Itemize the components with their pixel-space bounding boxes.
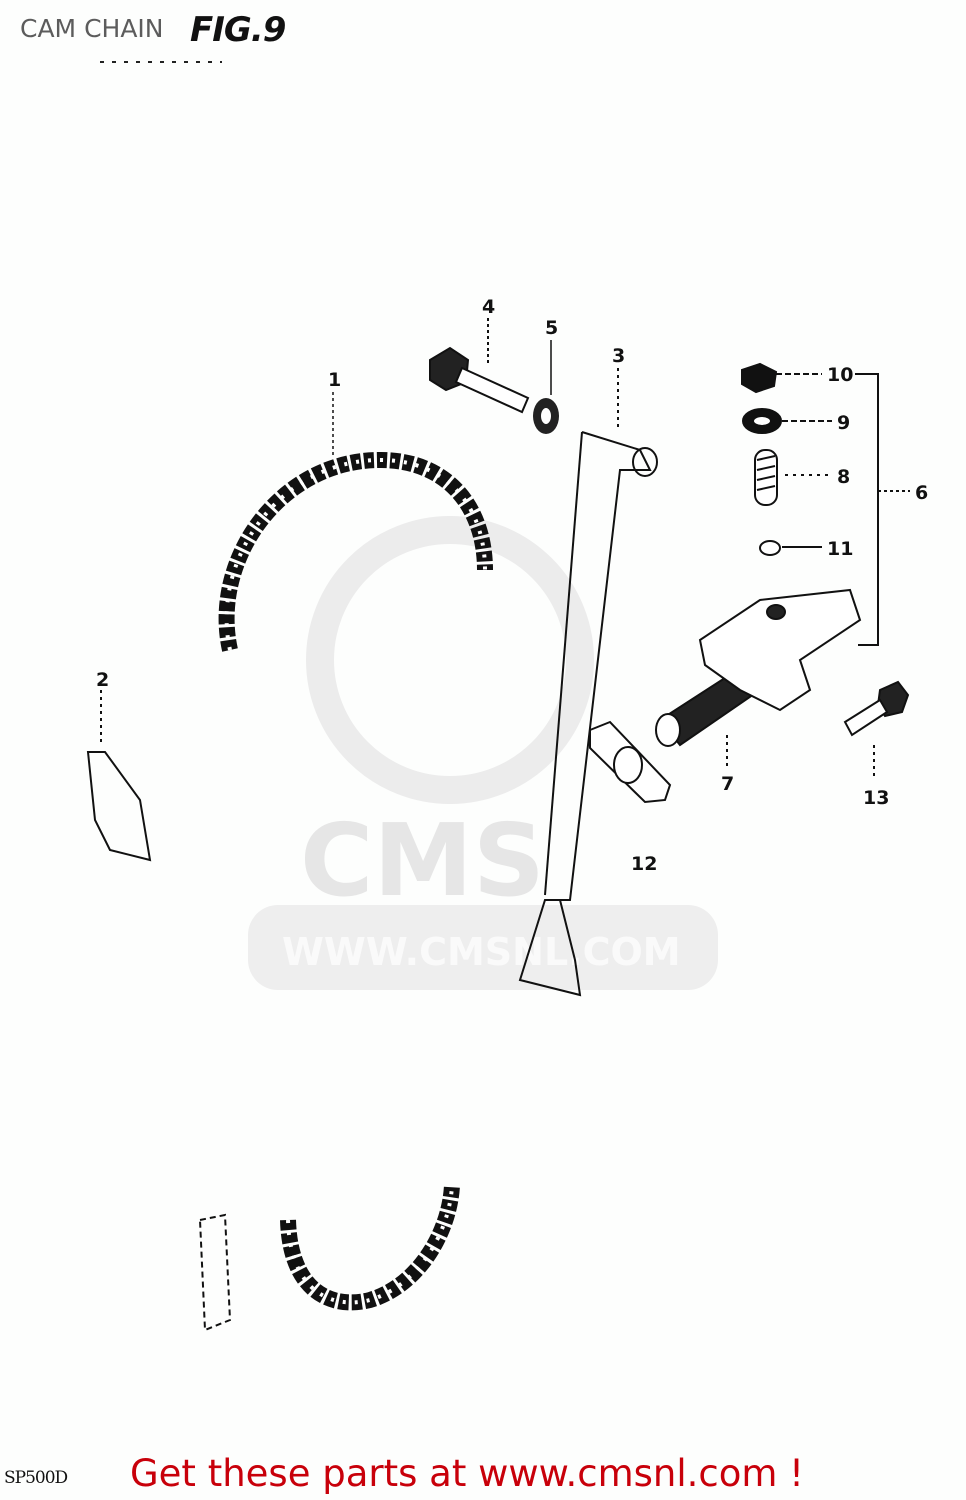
callout-10: 10 xyxy=(827,364,853,386)
bolt xyxy=(429,318,530,414)
tensioner-body xyxy=(655,588,862,768)
small-bolt xyxy=(843,680,910,778)
callout-12: 12 xyxy=(631,853,657,875)
model-code: SP500D xyxy=(4,1468,68,1488)
callout-3: 3 xyxy=(612,345,625,367)
promo-link[interactable]: Get these parts at www.cmsnl.com ! xyxy=(130,1452,805,1495)
watermark-logo: CMS xyxy=(300,802,545,919)
cam-chain-upper xyxy=(218,392,493,652)
callout-5: 5 xyxy=(545,317,558,339)
callout-7: 7 xyxy=(721,773,734,795)
watermark-url: WWW.CMSNL.COM xyxy=(282,930,681,974)
callout-2: 2 xyxy=(96,669,109,691)
tensioner-small-parts xyxy=(741,362,910,646)
callout-6: 6 xyxy=(915,482,928,504)
callout-13: 13 xyxy=(863,787,889,809)
page-title: CAM CHAIN xyxy=(20,14,164,43)
gasket xyxy=(589,720,672,804)
chain-guide xyxy=(86,690,232,1332)
figure-label: FIG.9 xyxy=(190,10,286,50)
tensioner-arm xyxy=(518,368,658,997)
callout-9: 9 xyxy=(837,412,850,434)
watermark: CMS WWW.CMSNL.COM xyxy=(248,516,718,990)
callout-11: 11 xyxy=(827,538,853,560)
callout-1: 1 xyxy=(328,369,341,391)
callout-4: 4 xyxy=(482,296,495,318)
callout-8: 8 xyxy=(837,466,850,488)
cam-chain-lower xyxy=(280,1184,460,1311)
watermark-banner xyxy=(248,905,718,990)
washer xyxy=(533,340,559,434)
watermark-mascot xyxy=(306,516,594,804)
